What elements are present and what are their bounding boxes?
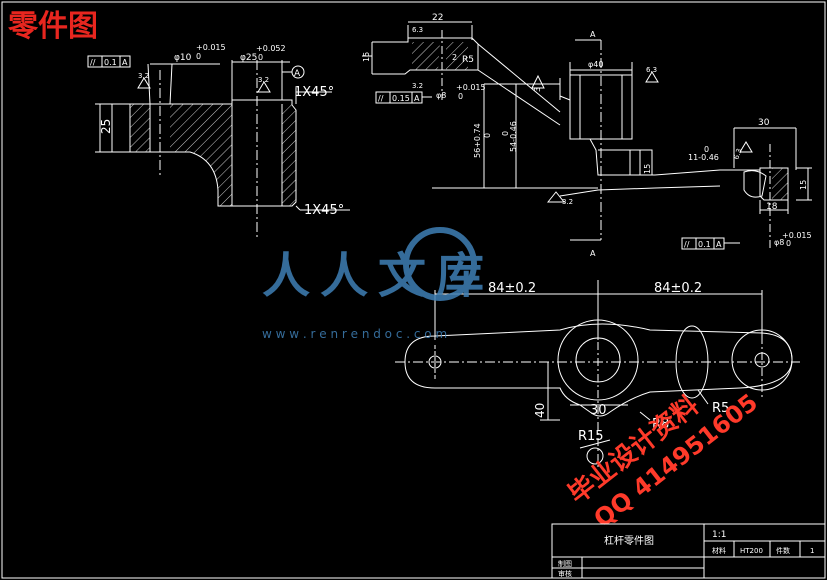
right-tol-symbol: // (684, 240, 690, 249)
left-view-text: // 0.1 A φ10 +0.015 0 φ25 +0.052 0 A 3.2… (90, 43, 344, 218)
center-dim-11: 11-0.46 (688, 153, 719, 162)
watermark-logo-ring (403, 227, 477, 301)
center-dim-bore8-lower: 0 (458, 92, 463, 101)
left-tol-datum: A (122, 58, 128, 67)
center-dim-56: 56+0.74 (473, 123, 482, 158)
plan-view-text: 84±0.2 84±0.2 30 40 R15 R8 R5 (488, 281, 729, 444)
plan-view (395, 280, 800, 470)
right-dim-30: 30 (758, 118, 770, 128)
watermark-url: w w w . r e n r e n d o c . c o m (262, 327, 447, 341)
center-section-label-bottom: A (590, 249, 596, 258)
plan-dim-right: 84±0.2 (654, 281, 702, 296)
right-view-text: 30 15 18 6.3 // 0.1 A φ8 +0.015 0 (684, 118, 812, 249)
title-block-text: 杠杆零件图 1:1 材料 HT200 件数 1 制图 审核 (558, 530, 814, 578)
title-block-material-label: 材料 (712, 546, 726, 555)
center-tol-symbol: // (378, 94, 384, 103)
left-tolerance-frame (87, 55, 131, 68)
plan-dim-40: 40 (533, 403, 547, 418)
center-top-hatch (412, 42, 440, 70)
center-dim-22: 22 (432, 13, 443, 23)
center-view-text: 22 15 R5 2 6.3 3.2 // 0.15 A φ8 +0.015 0… (362, 13, 719, 258)
left-dim-bore10-upper: +0.015 (196, 43, 226, 52)
left-hatch-right (282, 104, 296, 206)
left-tol-value: 0.1 (104, 58, 117, 67)
center-dim-11-upper: 0 (704, 145, 709, 154)
center-roughness-bottom: 3.2 (562, 198, 573, 206)
center-dim-54: 54-0.46 (509, 121, 518, 152)
title-block-drawn-label: 制图 (558, 559, 572, 568)
plan-radius-r5: R5 (712, 401, 729, 416)
center-top-hatch-2 (446, 42, 468, 70)
left-dim-bore25-upper: +0.052 (256, 44, 286, 53)
right-dim-bore8: φ8 (774, 238, 784, 247)
corner-title: 零件图 (8, 9, 98, 44)
center-section-view (362, 21, 760, 241)
right-boss-hatch (772, 168, 788, 200)
left-dim-bore10: φ10 (174, 53, 192, 63)
center-section-label-top: A (590, 30, 596, 39)
center-dim-2: 2 (452, 53, 457, 62)
center-dim-bore8: φ8 (436, 91, 446, 100)
watermark-brand: 人人文库 (262, 248, 494, 304)
center-dim-54-lower: 0 (501, 131, 510, 136)
center-dim-small-15: 15 (643, 164, 652, 174)
title-block-quantity-value: 1 (810, 547, 814, 555)
center-dim-bore8-upper: +0.015 (456, 83, 486, 92)
plan-radius-r8: R8 (652, 417, 669, 432)
left-hatch-mid (170, 104, 232, 206)
title-block-quantity-label: 件数 (776, 546, 790, 555)
right-section-view (681, 127, 812, 250)
center-tol-value: 0.15 (392, 94, 410, 103)
left-roughness-1: 3.2 (138, 72, 149, 80)
left-dim-height: 25 (99, 119, 113, 134)
title-block-checked-label: 审核 (558, 569, 572, 578)
center-roughness-right: 6.3 (646, 66, 657, 74)
left-dim-bore25-lower: 0 (258, 53, 263, 62)
left-section-view (87, 55, 350, 240)
plan-dim-left: 84±0.2 (488, 281, 536, 296)
left-dim-bore25: φ25 (240, 53, 257, 63)
plan-dim-30: 30 (590, 403, 607, 418)
title-block-scale: 1:1 (712, 530, 726, 540)
title-block-drawing-name: 杠杆零件图 (604, 534, 654, 547)
watermark-renrendoc: 人人文库 w w w . r e n r e n d o c . c o m (262, 227, 494, 341)
left-hatch-left (130, 104, 150, 152)
right-tol-datum: A (716, 240, 722, 249)
left-tol-symbol: // (90, 58, 96, 67)
right-roughness: 6.3 (732, 147, 743, 160)
left-chamfer-top: 1X45° (294, 85, 334, 100)
right-dim-15: 15 (799, 180, 808, 190)
left-chamfer-bottom: 1X45° (304, 203, 344, 218)
left-datum-label: A (294, 69, 301, 79)
plan-radius-r15: R15 (578, 429, 604, 444)
right-dim-bore8-upper: +0.015 (782, 231, 812, 240)
center-small-block (629, 149, 653, 176)
center-radius-r5: R5 (462, 55, 474, 65)
plan-center-boss-outer (557, 319, 639, 401)
center-dim-3: 3 (533, 87, 542, 92)
plan-outline (404, 323, 793, 417)
center-tol-datum: A (414, 94, 420, 103)
right-tol-value: 0.1 (698, 240, 711, 249)
left-dim-bore10-lower: 0 (196, 52, 201, 61)
center-dim-56-lower: 0 (483, 133, 492, 138)
right-dim-18: 18 (766, 202, 778, 212)
title-block (551, 523, 826, 579)
center-stem (559, 95, 760, 197)
left-roughness-2: 3.2 (258, 76, 269, 84)
right-dim-bore8-lower: 0 (786, 239, 791, 248)
center-dim-dia40: φ40 (588, 60, 603, 69)
center-roughness-32: 3.2 (412, 82, 423, 90)
title-block-material-value: HT200 (740, 547, 763, 555)
center-dim-15: 15 (362, 52, 371, 62)
center-roughness-63: 6.3 (412, 26, 423, 34)
